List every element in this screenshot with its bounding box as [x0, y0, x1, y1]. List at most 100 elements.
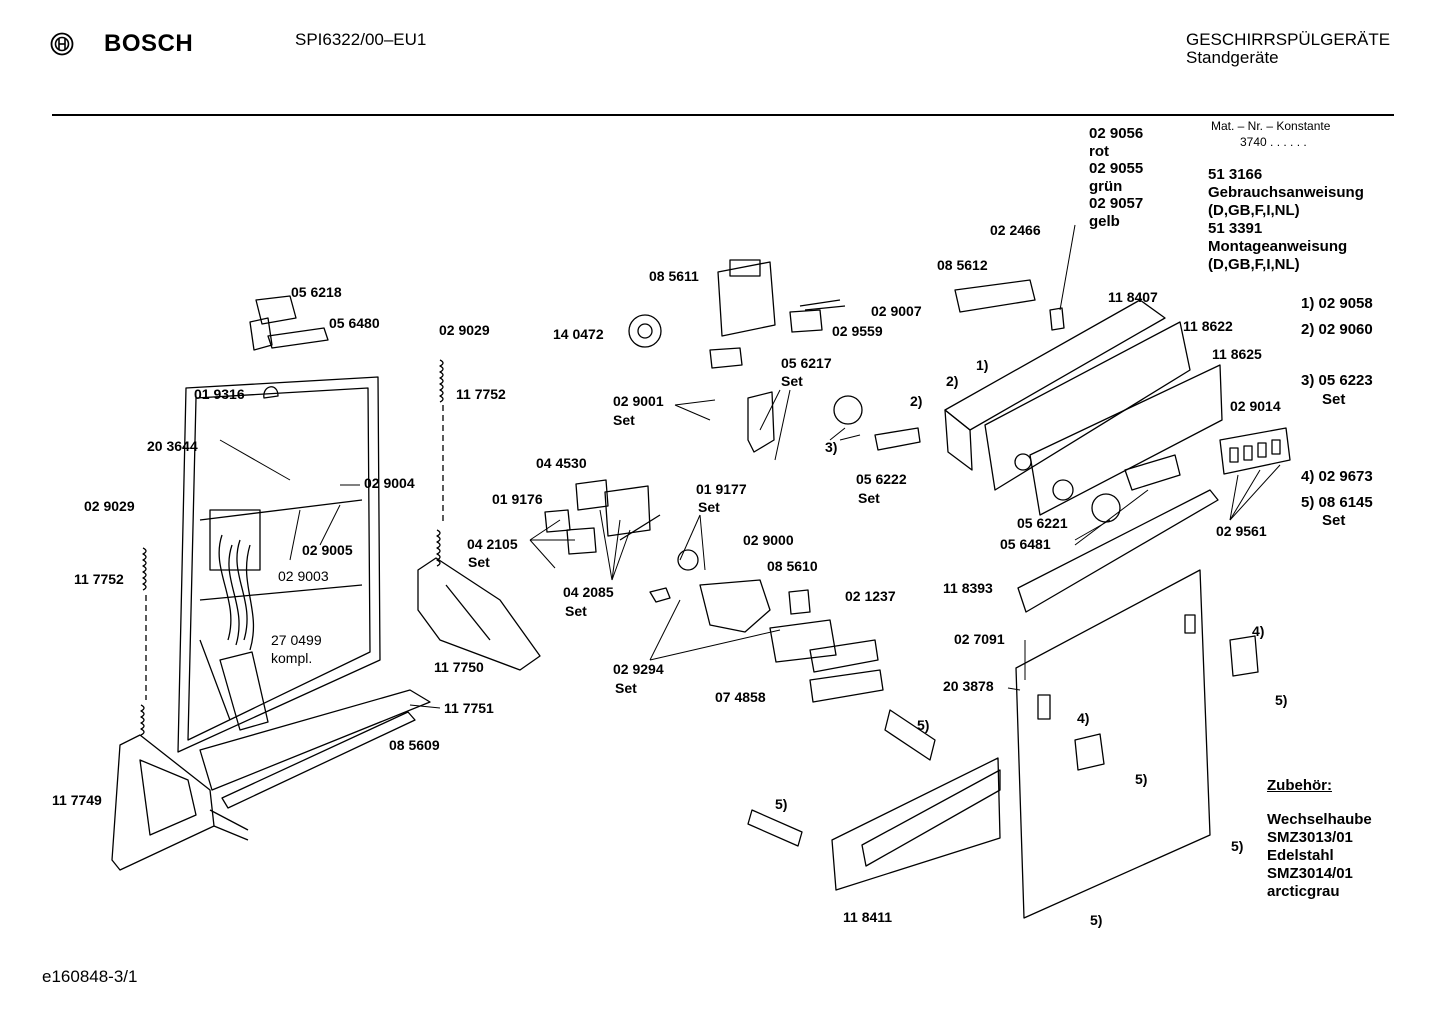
- knob-056221: [1091, 493, 1121, 523]
- part-label: 11 8411: [843, 909, 893, 925]
- switch-022466: [1049, 307, 1065, 331]
- footnote-1: 1) 02 9058: [1301, 295, 1373, 313]
- part-label: Set: [468, 554, 490, 570]
- part-label: 05 6218: [291, 284, 342, 300]
- accessory-line: SMZ3013/01: [1267, 829, 1353, 846]
- part-label: Set: [698, 499, 720, 515]
- part-label: 11 8625: [1212, 346, 1262, 362]
- footnote-3-note: Set: [1322, 391, 1346, 408]
- part-label: 11 7751: [444, 700, 494, 716]
- footnote-key: 4): [1301, 468, 1315, 485]
- part-label: 02 9003: [278, 568, 329, 584]
- part-label: 11 7752: [456, 386, 506, 402]
- part-label: 02 1237: [845, 588, 896, 604]
- part-label: 08 5612: [937, 257, 988, 273]
- part-label: 05 6217: [781, 355, 832, 371]
- part-label: 05 6481: [1000, 536, 1051, 552]
- part-label: Set: [613, 412, 635, 428]
- part-label: 11 7750: [434, 659, 484, 675]
- category-subtitle: Standgeräte: [1186, 48, 1279, 67]
- part-label: 01 9176: [492, 491, 543, 507]
- part-label: Set: [781, 373, 803, 389]
- terminal-strip: [954, 279, 1036, 313]
- document-line: (D,GB,F,I,NL): [1208, 202, 1300, 219]
- document-line: 51 3391: [1208, 220, 1263, 237]
- led-part-line: 02 9056: [1089, 125, 1144, 142]
- part-label: 07 4858: [715, 689, 766, 705]
- part-label: Set: [565, 603, 587, 619]
- callout-marker: 2): [910, 393, 923, 409]
- part-label: 11 8407: [1108, 289, 1158, 305]
- hinge-right: [417, 557, 541, 671]
- footnote-key: 3): [1301, 372, 1315, 389]
- part-label: 02 9000: [743, 532, 794, 548]
- callout-marker: 4): [1077, 710, 1090, 726]
- wiring-harness: [218, 534, 269, 731]
- part-label: 02 9561: [1216, 523, 1267, 539]
- footnote-part: 02 9673: [1318, 468, 1373, 485]
- accessory-line: Wechselhaube: [1267, 811, 1372, 828]
- callout-marker: 5): [917, 717, 930, 733]
- spring-left: [142, 547, 147, 591]
- part-label: 08 5609: [389, 737, 440, 753]
- part-label: 04 2085: [563, 584, 614, 600]
- relay-connector: [709, 347, 743, 369]
- document-line: (D,GB,F,I,NL): [1208, 256, 1300, 273]
- callout-marker: 4): [1252, 623, 1265, 639]
- part-label: 02 7091: [954, 631, 1005, 647]
- strip-5b: [747, 809, 803, 847]
- part-label: Set: [615, 680, 637, 696]
- accessory-line: arcticgrau: [1267, 883, 1340, 900]
- footnote-part: 08 6145: [1318, 494, 1373, 511]
- document-list: 51 3166 Gebrauchsanweisung (D,GB,F,I,NL)…: [1208, 166, 1364, 274]
- callout-marker: 1): [976, 357, 989, 373]
- connector-block: [789, 309, 823, 333]
- part-label: 11 7752: [74, 571, 124, 587]
- cover-044530: [575, 479, 609, 511]
- led-part-line: 02 9057: [1089, 195, 1144, 212]
- bottom-rail: [199, 689, 431, 809]
- footnote-key: 5): [1301, 494, 1315, 511]
- accessories-list: Wechselhaube SMZ3013/01 Edelstahl SMZ301…: [1267, 811, 1372, 901]
- trim-bar: [1017, 489, 1219, 613]
- led-part-line: gelb: [1089, 212, 1120, 230]
- motor-085610: [699, 579, 771, 633]
- part-label: 01 9316: [194, 386, 245, 402]
- model-number: SPI6322/00–EU1: [295, 30, 427, 49]
- strip-5a: [884, 709, 936, 761]
- timer-module: [717, 259, 776, 337]
- mat-nr-label: Mat. – Nr. – Konstante: [1211, 119, 1331, 133]
- part-label: 08 5610: [767, 558, 818, 574]
- frame-074858: [769, 619, 837, 663]
- part-label: 02 9029: [439, 322, 490, 338]
- accessory-line: Edelstahl: [1267, 847, 1334, 864]
- led-parts-list: 02 9056 rot 02 9055 grün 02 9057 gelb: [1089, 125, 1143, 230]
- hinge-left: [111, 734, 249, 871]
- document-code: e160848-3/1: [42, 967, 138, 986]
- callout-marker: 5): [1275, 692, 1288, 708]
- header-divider: [52, 114, 1394, 116]
- part-label: 20 3644: [147, 438, 198, 454]
- part-label: 05 6222: [856, 471, 907, 487]
- footnote-key: 1): [1301, 295, 1315, 312]
- spring-top: [439, 359, 444, 403]
- part-label: 02 9294: [613, 661, 664, 677]
- part-label: kompl.: [271, 650, 313, 666]
- part-label: 02 9029: [84, 498, 135, 514]
- accessories-title: Zubehör:: [1267, 777, 1332, 794]
- mat-nr-value: 3740 . . . . . .: [1240, 135, 1307, 149]
- footnote-part: 02 9058: [1318, 295, 1373, 312]
- part-label: 02 9014: [1230, 398, 1281, 414]
- part-label: 04 2105: [467, 536, 518, 552]
- kick-plate: [831, 757, 1001, 891]
- part-label: 05 6221: [1017, 515, 1068, 531]
- callout-marker: 5): [775, 796, 788, 812]
- footnote-4: 4) 02 9673: [1301, 468, 1373, 486]
- category-title: GESCHIRRSPÜLGERÄTE: [1186, 30, 1391, 49]
- led-part-line: grün: [1089, 177, 1123, 195]
- bosch-logo-icon: [50, 32, 74, 56]
- footnote-5-note: Set: [1322, 512, 1346, 529]
- led-part-line: 02 9055: [1089, 160, 1144, 177]
- callout-marker: 5): [1135, 771, 1148, 787]
